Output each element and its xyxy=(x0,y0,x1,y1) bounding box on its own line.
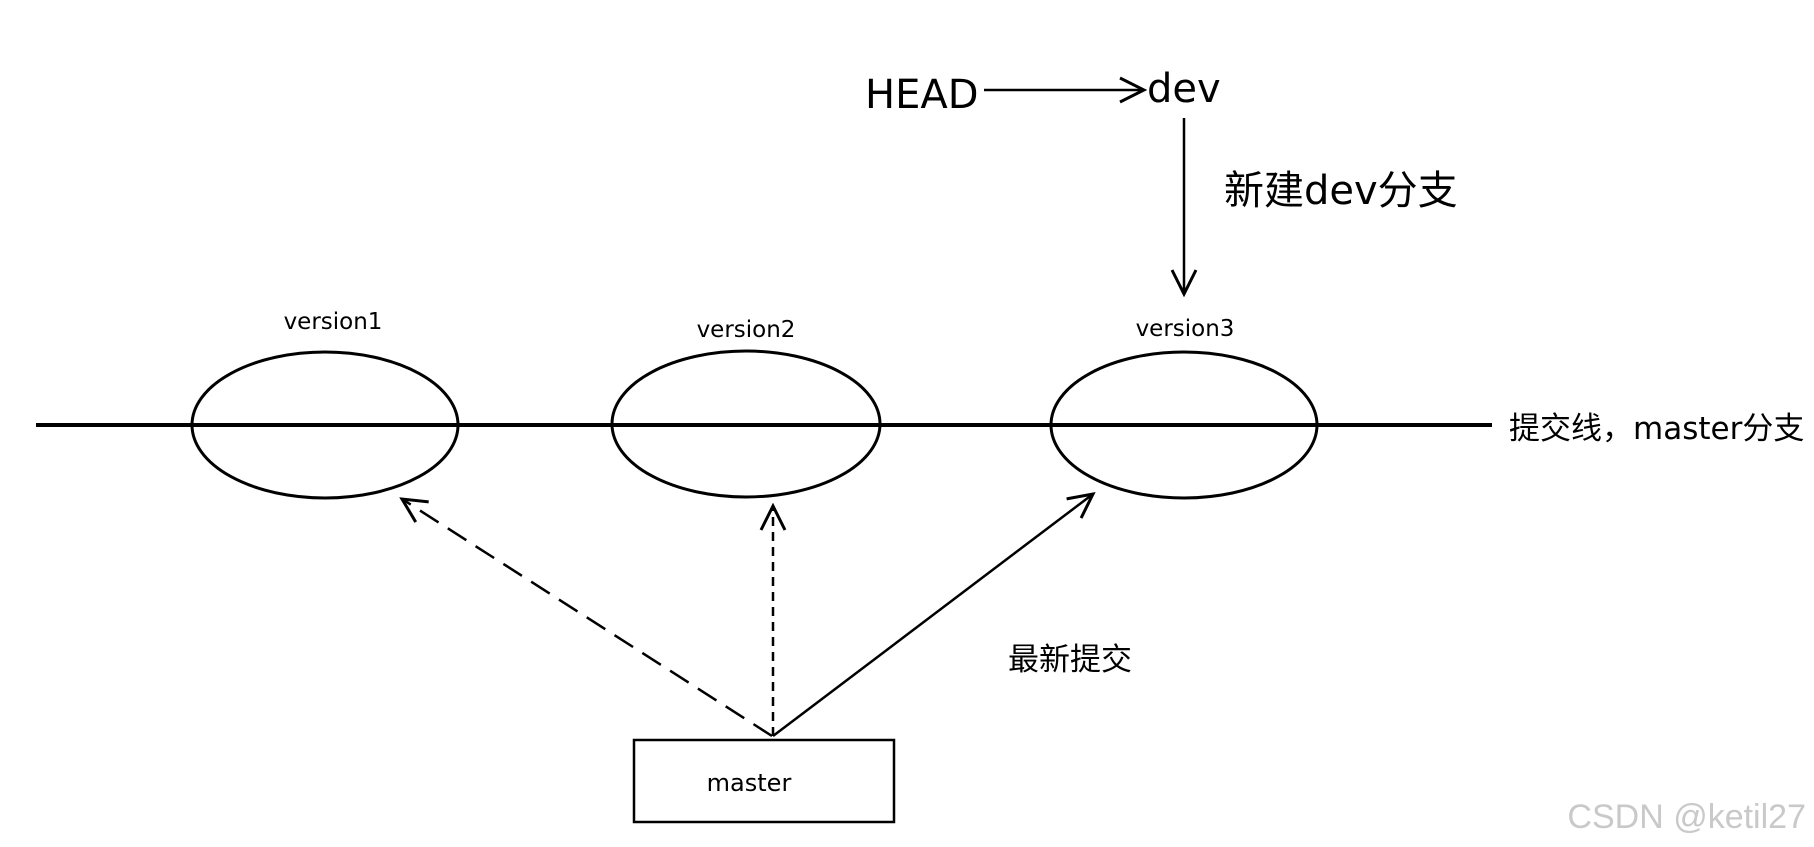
commit-node-version3 xyxy=(1049,350,1319,500)
master-box-label: master xyxy=(707,769,792,797)
commit-label-version1: version1 xyxy=(284,309,383,335)
commit-node-version2 xyxy=(610,349,882,499)
commit-label-version3: version3 xyxy=(1136,316,1235,342)
new-dev-branch-label: 新建dev分支 xyxy=(1224,168,1458,214)
watermark: CSDN @ketil27 xyxy=(1567,798,1806,836)
head-label: HEAD xyxy=(865,72,979,118)
master-to-version3-arrow xyxy=(772,494,1093,737)
master-box xyxy=(632,738,896,824)
dev-label: dev xyxy=(1147,66,1221,112)
commit-node-version1 xyxy=(190,350,460,500)
commit-line-label: 提交线，master分支 xyxy=(1509,411,1804,447)
master-to-version1-arrow xyxy=(402,499,773,738)
commit-label-version2: version2 xyxy=(697,317,796,343)
latest-commit-label: 最新提交 xyxy=(1008,642,1132,678)
